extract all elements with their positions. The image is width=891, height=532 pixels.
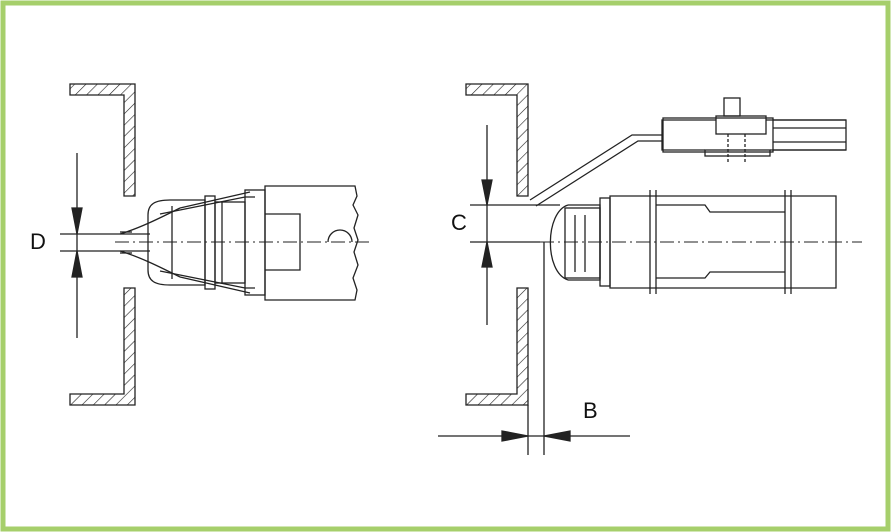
left-lower-wall xyxy=(69,287,136,406)
right-lower-wall xyxy=(465,287,529,406)
right-upper-wall xyxy=(465,83,529,197)
label-d: D xyxy=(30,229,46,254)
label-b: B xyxy=(583,398,598,423)
left-upper-wall xyxy=(69,83,136,197)
right-assembly xyxy=(438,83,847,455)
label-c: C xyxy=(451,210,467,235)
